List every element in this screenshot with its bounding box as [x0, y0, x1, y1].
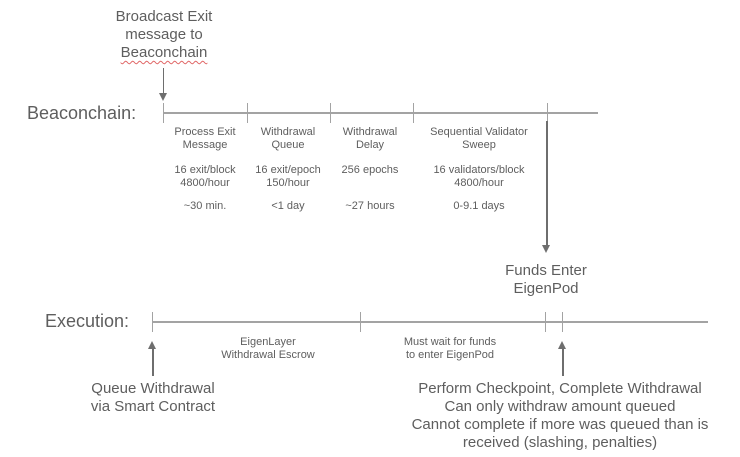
arrowhead-up-icon	[148, 341, 157, 349]
broadcast-exit-line3: Beaconchain	[88, 44, 240, 62]
broadcast-exit-line2: message to	[125, 26, 203, 43]
beaconchain-tick-1	[162, 103, 164, 123]
segment-process-exit-message: Process Exit Message 16 exit/block 4800/…	[145, 126, 265, 216]
segment-rate: 16 exit/block 4800/hour	[174, 164, 236, 189]
execution-label: Execution:	[45, 311, 130, 331]
beaconchain-timeline	[163, 112, 598, 114]
segment-duration: <1 day	[271, 200, 305, 212]
arrow-shaft	[546, 121, 548, 246]
arrowhead-down-icon	[542, 245, 551, 253]
beaconchain-tick-2	[246, 103, 248, 123]
broadcast-exit-line1: Broadcast Exit	[115, 8, 213, 25]
execution-tick-4	[561, 312, 563, 332]
broadcast-exit-annotation: Broadcast Exit message to Beaconchain	[88, 8, 240, 62]
segment-rate: 16 validators/block 4800/hour	[433, 164, 525, 189]
beaconchain-tick-4	[412, 103, 414, 123]
segment-withdrawal-queue: Withdrawal Queue 16 exit/epoch 150/hour …	[228, 126, 348, 216]
execution-tick-1	[151, 312, 153, 332]
beaconchain-label: Beaconchain:	[27, 103, 137, 123]
arrowhead-down-icon	[158, 93, 167, 101]
queue-withdrawal-annotation: Queue Withdrawal via Smart Contract	[90, 380, 216, 415]
segment-eigenlayer-withdrawal-escrow: EigenLayer Withdrawal Escrow	[221, 336, 315, 361]
arrow-shaft	[562, 348, 564, 376]
segment-duration: ~27 hours	[345, 200, 395, 212]
segment-duration: ~30 min.	[183, 200, 227, 212]
segment-duration: 0-9.1 days	[453, 200, 505, 212]
segment-rate: 256 epochs	[341, 164, 399, 176]
segment-title: Process Exit Message	[174, 126, 236, 151]
arrow-shaft	[152, 348, 154, 376]
execution-tick-2	[359, 312, 361, 332]
execution-timeline	[152, 321, 708, 323]
segment-sequential-validator-sweep: Sequential Validator Sweep 16 validators…	[404, 126, 554, 216]
checkpoint-annotation: Perform Checkpoint, Complete Withdrawal …	[411, 380, 709, 451]
execution-tick-3	[544, 312, 546, 332]
arrowhead-up-icon	[558, 341, 567, 349]
segment-title: Withdrawal Delay	[342, 126, 398, 151]
funds-enter-annotation: Funds Enter EigenPod	[505, 262, 587, 297]
segment-rate: 16 exit/epoch 150/hour	[255, 164, 321, 189]
segment-title: Withdrawal Queue	[260, 126, 316, 151]
segment-withdrawal-delay: Withdrawal Delay 256 epochs ~27 hours	[310, 126, 430, 216]
segment-title: Sequential Validator Sweep	[430, 126, 528, 151]
arrow-shaft	[162, 68, 164, 94]
beaconchain-misspell-word: Beaconchain	[120, 44, 208, 61]
beaconchain-tick-5	[546, 103, 548, 123]
segment-must-wait-for-funds: Must wait for funds to enter EigenPod	[403, 336, 497, 361]
beaconchain-tick-3	[329, 103, 331, 123]
